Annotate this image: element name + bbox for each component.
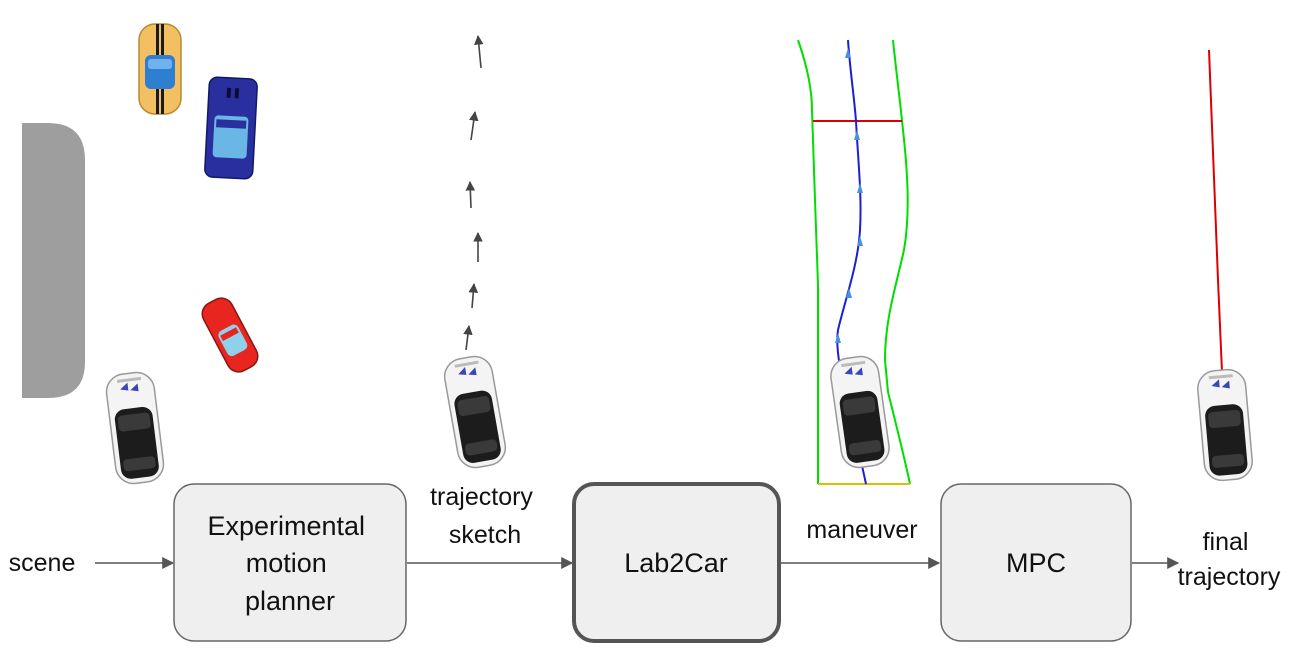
sketch-arrow — [465, 181, 476, 209]
final-trajectory-label: final trajectory — [1178, 528, 1281, 591]
mpc-box — [940, 483, 1132, 642]
maneuver-arrow — [857, 236, 863, 246]
mpc-label: MPC — [1006, 548, 1066, 578]
scene-label: scene — [9, 549, 76, 577]
ego-car-icon — [827, 353, 893, 471]
blue-car-icon — [204, 76, 258, 180]
sketch-arrow — [474, 35, 484, 69]
scene-panel — [22, 23, 259, 487]
sketch-arrow — [468, 283, 479, 309]
ego-car-icon — [103, 369, 167, 487]
ego-car-icon — [1195, 367, 1255, 483]
maneuver-arrow — [835, 333, 841, 343]
yellow-car-icon — [138, 23, 182, 115]
pipeline: scene Experimental motion planner trajec… — [9, 482, 1281, 643]
red-car-icon — [201, 297, 259, 373]
maneuver-arrow — [846, 288, 852, 298]
maneuver-arrow — [854, 130, 860, 140]
trajectory-sketch-label: trajectory sketch — [430, 483, 540, 549]
road-left-edge — [797, 39, 819, 484]
final-path — [1208, 49, 1223, 373]
motion-planner-box — [173, 483, 407, 642]
ego-car-icon — [441, 352, 509, 472]
road-right-edge — [883, 39, 911, 485]
lab2car-box — [572, 482, 781, 643]
lab2car-label: Lab2Car — [624, 548, 728, 578]
sketch-arrow — [469, 111, 479, 141]
maneuver-panel — [797, 39, 911, 485]
trajectory-sketch-panel — [441, 35, 509, 472]
motion-planner-label: Experimental motion planner — [207, 511, 372, 616]
sketch-arrow — [463, 325, 473, 351]
roadside-barrier — [22, 123, 85, 398]
final-trajectory-panel — [1195, 49, 1255, 483]
maneuver-label: maneuver — [806, 516, 917, 544]
maneuver-arrow — [857, 183, 863, 193]
maneuver-arrow — [845, 48, 851, 58]
